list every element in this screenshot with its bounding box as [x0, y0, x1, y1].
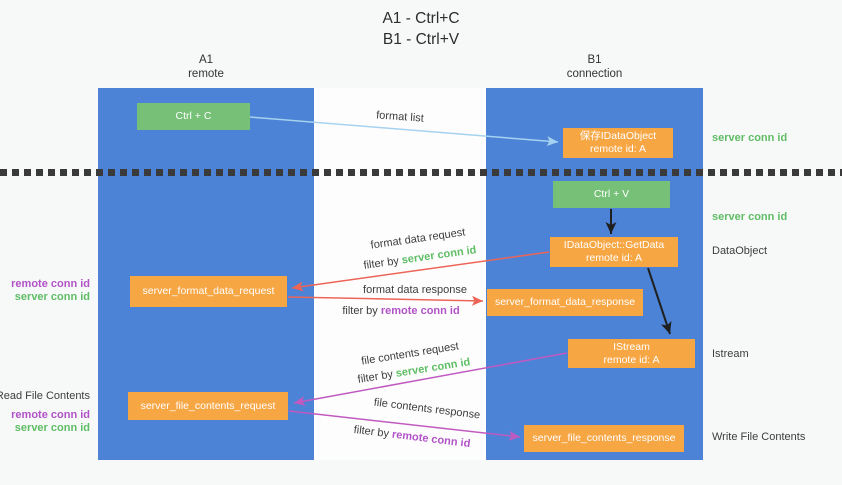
- format-list-arrow: [249, 116, 559, 147]
- node-server-format-data-request: server_format_data_request: [130, 276, 287, 307]
- node-server-file-contents-response: server_file_contents_response: [524, 425, 684, 452]
- node-ctrl-v-label: Ctrl + V: [593, 188, 630, 200]
- lane-b1-role: connection: [566, 68, 623, 80]
- node-idataobject-getdata: IDataObject::GetData remote id: A: [550, 237, 678, 267]
- remote-conn-id-annotation-2: remote conn id: [11, 409, 90, 421]
- node-save-idataobject-line1: 保存IDataObject: [579, 130, 657, 142]
- node-idataobject-getdata-line1: IDataObject::GetData: [563, 239, 665, 251]
- server-conn-id-annotation-1: server conn id: [14, 291, 90, 303]
- remote-conn-id-text-1: remote conn id: [380, 305, 460, 317]
- format-data-request-arrow: [291, 251, 550, 292]
- istream-annotation: Istream: [712, 348, 749, 360]
- node-istream-line2: remote id: A: [603, 353, 660, 366]
- right-server-conn-id-top: server conn id: [712, 132, 788, 144]
- lane-b1-name: B1: [587, 54, 602, 66]
- node-server-format-data-request-label: server_format_data_request: [142, 285, 275, 297]
- file-contents-request-arrow: [293, 352, 568, 406]
- format-data-response-arrow: [287, 295, 484, 306]
- filter-by-text-2: filter by: [342, 305, 381, 317]
- read-file-contents-annotation: Read File Contents: [0, 390, 90, 402]
- right-server-conn-id-mid: server conn id: [712, 211, 788, 223]
- node-ctrl-v: Ctrl + V: [553, 181, 670, 208]
- lane-b1-header: B1 connection: [486, 53, 703, 81]
- node-save-idataobject-line2: remote id: A: [589, 143, 647, 155]
- left-conn-id-group-top: remote conn id server conn id: [11, 278, 90, 304]
- file-contents-response-arrow: [288, 410, 521, 441]
- dataobject-annotation: DataObject: [712, 245, 768, 257]
- lane-a1-name: A1: [198, 54, 214, 66]
- format-data-response-label: format data response: [363, 284, 467, 296]
- filter-by-remote-conn-id-label-1: filter by remote conn id: [342, 305, 459, 317]
- lane-a1-header: A1 remote: [98, 53, 314, 81]
- lane-gap-background: [314, 88, 486, 460]
- getdata-to-istream-arrow: [647, 267, 672, 335]
- separator-dotted-line: [0, 169, 842, 176]
- node-ctrl-c: Ctrl + C: [137, 103, 250, 130]
- node-server-file-contents-request: server_file_contents_request: [128, 392, 288, 420]
- diagram-title-line2: B1 - Ctrl+V: [382, 31, 460, 48]
- server-conn-id-annotation-2: server conn id: [14, 422, 90, 434]
- node-server-file-contents-response-label: server_file_contents_response: [532, 432, 676, 444]
- diagram-title-line1: A1 - Ctrl+C: [382, 10, 460, 27]
- remote-conn-id-annotation-1: remote conn id: [11, 278, 90, 290]
- diagram-title: A1 - Ctrl+C B1 - Ctrl+V: [0, 8, 842, 50]
- node-idataobject-getdata-line2: remote id: A: [585, 252, 643, 264]
- node-save-idataobject: 保存IDataObject remote id: A: [563, 128, 673, 158]
- node-istream-line1: IStream: [613, 340, 650, 353]
- lane-a1-role: remote: [188, 68, 224, 80]
- node-istream: IStream remote id: A: [568, 339, 695, 368]
- write-file-contents-annotation: Write File Contents: [712, 431, 806, 443]
- node-server-format-data-response-label: server_format_data_response: [494, 296, 636, 308]
- node-server-format-data-response: server_format_data_response: [487, 289, 643, 316]
- node-ctrl-c-label: Ctrl + C: [175, 110, 212, 122]
- node-server-file-contents-request-label: server_file_contents_request: [140, 399, 276, 412]
